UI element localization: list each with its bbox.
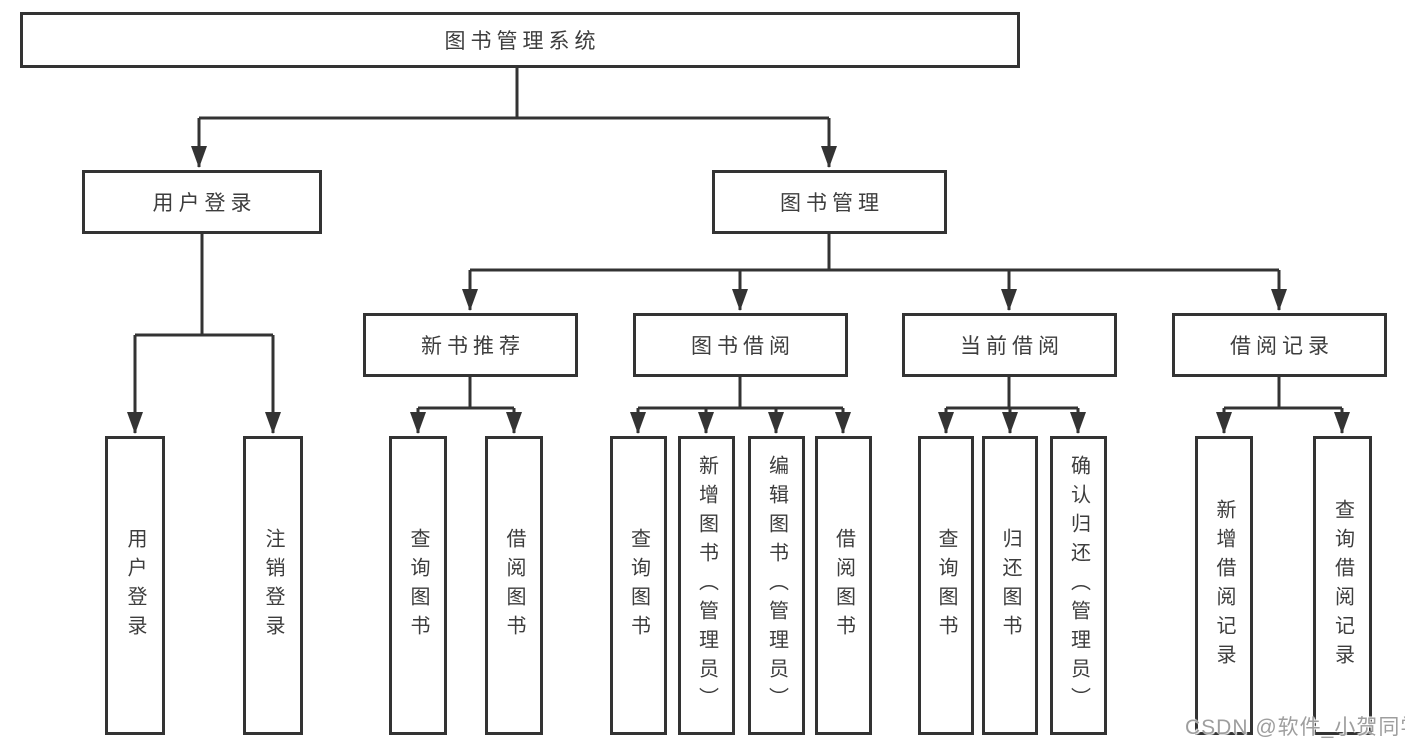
node-new-book-recommendation: 新书推荐	[363, 313, 578, 377]
leaf-query-borrow-record: 查询借阅记录	[1313, 436, 1372, 735]
leaf-confirm-return-admin: 确认归还（管理员）	[1050, 436, 1107, 735]
leaf-borrow-books-recommend: 借阅图书	[485, 436, 543, 735]
node-current-borrowing: 当前借阅	[902, 313, 1117, 377]
leaf-user-login: 用户登录	[105, 436, 165, 735]
node-borrowing-records: 借阅记录	[1172, 313, 1387, 377]
csdn-watermark: CSDN @软件_小贺同学	[1185, 716, 1405, 739]
leaf-logout: 注销登录	[243, 436, 303, 735]
node-user-login: 用户登录	[82, 170, 322, 234]
leaf-borrow-books: 借阅图书	[815, 436, 872, 735]
node-book-management: 图书管理	[712, 170, 947, 234]
leaf-add-borrow-record: 新增借阅记录	[1195, 436, 1253, 735]
leaf-add-books-admin: 新增图书（管理员）	[678, 436, 735, 735]
leaf-query-books-recommend: 查询图书	[389, 436, 447, 735]
leaf-query-books-current: 查询图书	[918, 436, 974, 735]
leaf-query-books-borrow: 查询图书	[610, 436, 667, 735]
leaf-edit-books-admin: 编辑图书（管理员）	[748, 436, 805, 735]
leaf-return-books: 归还图书	[982, 436, 1038, 735]
node-book-borrowing: 图书借阅	[633, 313, 848, 377]
node-library-management-system: 图书管理系统	[20, 12, 1020, 68]
